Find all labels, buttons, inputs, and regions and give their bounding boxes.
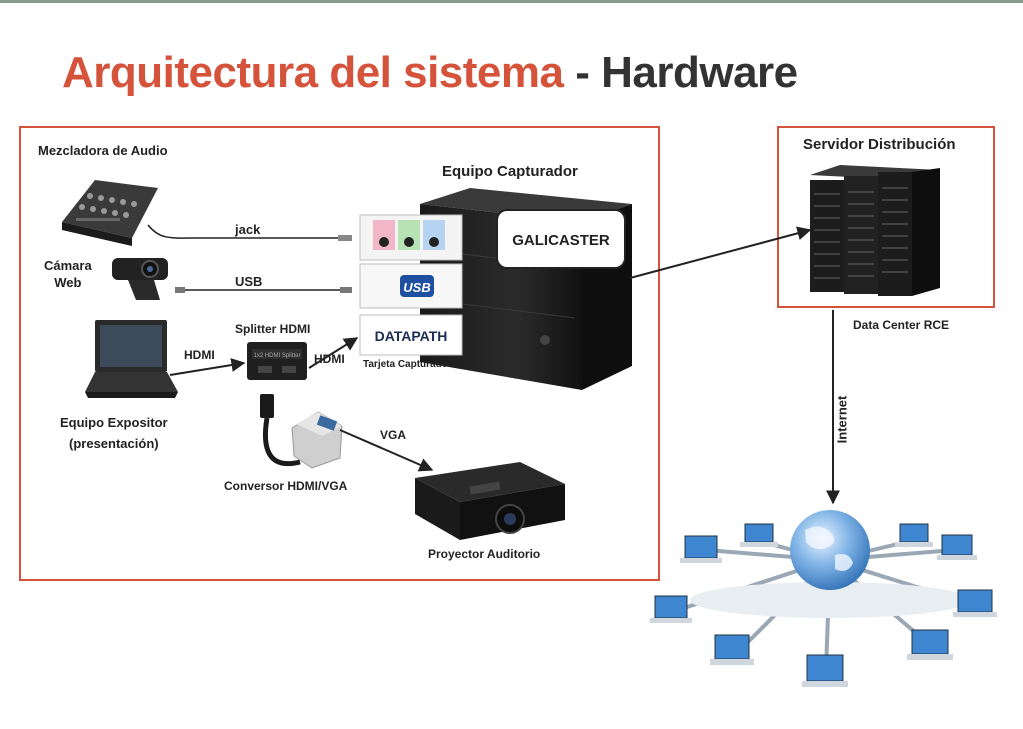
- capture-pc-label: Equipo Capturador: [442, 163, 578, 180]
- galicaster-text: GALICASTER: [512, 232, 610, 249]
- webcam-icon: [112, 258, 168, 300]
- cables: [147, 224, 352, 293]
- arrows: [169, 226, 840, 505]
- hdmi-splitter-icon: 1x2 HDMI Splitter: [247, 342, 307, 380]
- audio-jack-panel: [359, 214, 463, 261]
- arrow-splitter-card: [308, 337, 359, 369]
- page-title: Arquitectura del sistema - Hardware: [62, 48, 798, 98]
- jack-label: jack: [235, 222, 261, 237]
- capture-card-label: Tarjeta Capturadora: [363, 359, 458, 370]
- top-rule: [0, 0, 1023, 3]
- capture-setup-frame: [19, 126, 660, 581]
- camera-label: Cámara Web: [44, 258, 92, 290]
- internet-label: Internet: [834, 395, 850, 444]
- presenter-laptop-icon: [85, 320, 178, 398]
- hdmi-out-label: HDMI: [314, 352, 345, 366]
- mixer-label: Mezcladora de Audio: [38, 143, 168, 158]
- audio-mixer-icon: [62, 180, 158, 246]
- title-separator: -: [563, 48, 602, 97]
- usb-port-panel: USB: [359, 263, 463, 309]
- hdmi-in-label: HDMI: [184, 348, 215, 362]
- server-rack-icon: [810, 165, 940, 296]
- presenter-label: Equipo Expositor (presentación): [60, 415, 168, 451]
- server-label: Servidor Distribución: [803, 136, 956, 153]
- usb-logo-text: USB: [403, 280, 430, 295]
- projector-icon: [415, 462, 565, 540]
- jack-cable: [147, 224, 340, 239]
- galicaster-logo: GALICASTER: [496, 209, 626, 269]
- datacenter-label: Data Center RCE: [853, 318, 950, 332]
- arrow-converter-projector: [339, 429, 434, 472]
- jack-plug: [338, 235, 352, 241]
- converter-label: Conversor HDMI/VGA: [224, 479, 348, 493]
- usb-label: USB: [235, 274, 263, 289]
- server-frame: [777, 126, 995, 308]
- datapath-logo-text: DATAPATH: [375, 328, 448, 344]
- internet-network-icon: [650, 510, 997, 687]
- projector-label: Proyector Auditorio: [428, 547, 541, 561]
- splitter-screen-text: 1x2 HDMI Splitter: [253, 353, 300, 359]
- title-part-2: Hardware: [601, 48, 798, 97]
- splitter-label: Splitter HDMI: [235, 322, 311, 336]
- title-part-1: Arquitectura del sistema: [62, 48, 564, 97]
- hdmi-vga-converter-icon: [260, 394, 343, 469]
- arrow-laptop-splitter: [169, 358, 246, 376]
- vga-label: VGA: [380, 428, 407, 442]
- capture-card-panel: DATAPATH: [359, 314, 463, 356]
- arrow-pc-server: [629, 226, 812, 279]
